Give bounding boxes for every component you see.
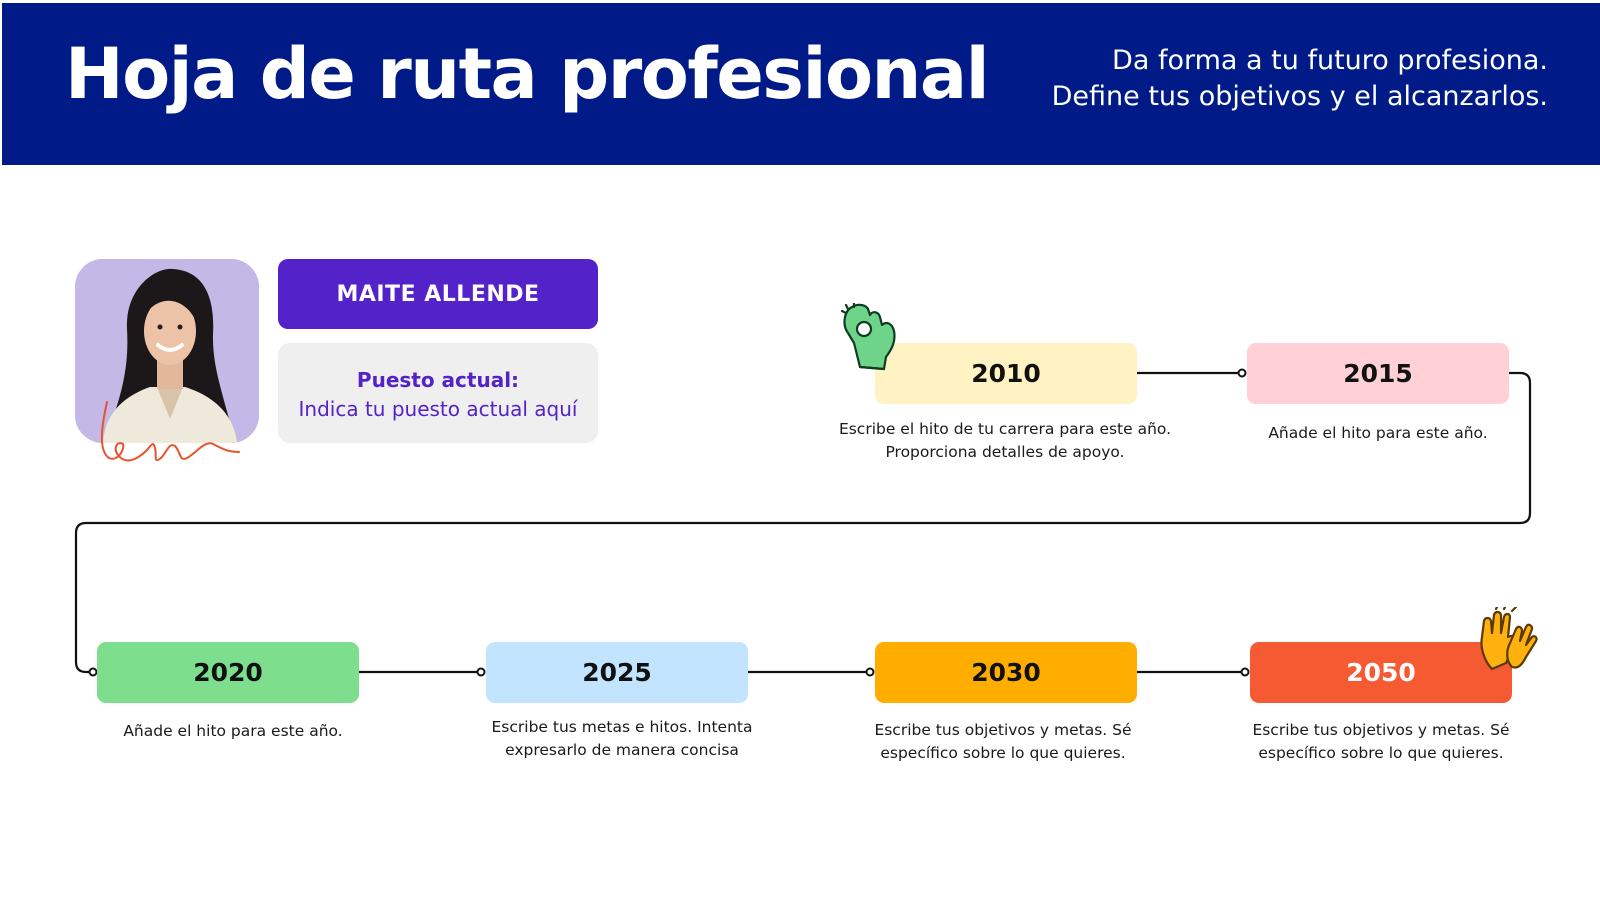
milestone-2010-year: 2010	[971, 359, 1041, 388]
header-banner: Hoja de ruta profesional Da forma a tu f…	[2, 3, 1600, 165]
milestone-2025-desc-line-1: Escribe tus metas e hitos. Intenta	[491, 718, 753, 736]
current-role-label: Puesto actual:	[356, 368, 520, 392]
milestone-2050-description: Escribe tus objetivos y metas. Sé especí…	[1201, 719, 1561, 765]
milestone-2010-desc-line-2: Proporciona detalles de apoyo.	[885, 443, 1125, 461]
milestone-2050-desc-line-2: específico sobre lo que quieres.	[1258, 744, 1504, 762]
milestone-2015-description: Añade el hito para este año.	[1198, 422, 1558, 445]
signature-scribble	[101, 401, 240, 462]
ok-hand-icon	[840, 303, 896, 371]
milestone-2010-desc-line-1: Escribe el hito de tu carrera para este …	[838, 420, 1172, 438]
milestone-2030-box: 2030	[875, 642, 1137, 703]
milestone-2050-desc-line-1: Escribe tus objetivos y metas. Sé	[1252, 721, 1510, 739]
milestone-2010-description: Escribe el hito de tu carrera para este …	[825, 418, 1185, 464]
profile-name-box: MAITE ALLENDE	[278, 259, 598, 329]
subtitle-line-1: Da forma a tu futuro profesiona.	[1112, 45, 1548, 76]
milestone-2050-year: 2050	[1346, 658, 1416, 687]
milestone-2025-description: Escribe tus metas e hitos. Intenta expre…	[442, 716, 802, 762]
high-five-icon	[1480, 607, 1538, 671]
milestone-2010-box: 2010	[875, 343, 1137, 404]
milestone-2025-year: 2025	[582, 658, 652, 687]
milestone-2020-box: 2020	[97, 642, 359, 703]
milestone-2020-description: Añade el hito para este año.	[53, 720, 413, 743]
milestone-2015-box: 2015	[1247, 343, 1509, 404]
milestone-2015-year: 2015	[1343, 359, 1413, 388]
milestone-2030-year: 2030	[971, 658, 1041, 687]
milestone-2030-desc-line-1: Escribe tus objetivos y metas. Sé	[874, 721, 1132, 739]
milestone-2020-desc-line-1: Añade el hito para este año.	[123, 722, 343, 740]
milestone-2020-year: 2020	[193, 658, 263, 687]
page-subtitle: Da forma a tu futuro profesiona. Define …	[1052, 43, 1548, 115]
milestone-2030-description: Escribe tus objetivos y metas. Sé especí…	[823, 719, 1183, 765]
person-portrait	[75, 259, 259, 443]
milestone-2025-box: 2025	[486, 642, 748, 703]
page-title: Hoja de ruta profesional	[65, 33, 990, 115]
milestone-2015-desc-line-1: Añade el hito para este año.	[1268, 424, 1488, 442]
profile-name: MAITE ALLENDE	[336, 281, 540, 307]
current-role-value: Indica tu puesto actual aquí	[298, 397, 578, 421]
milestone-2030-desc-line-2: específico sobre lo que quieres.	[880, 744, 1126, 762]
current-role-box: Puesto actual: Indica tu puesto actual a…	[278, 343, 598, 443]
subtitle-line-2: Define tus objetivos y el alcanzarlos.	[1051, 81, 1548, 112]
milestone-2050-box: 2050	[1250, 642, 1512, 703]
milestone-2025-desc-line-2: expresarlo de manera concisa	[505, 741, 739, 759]
